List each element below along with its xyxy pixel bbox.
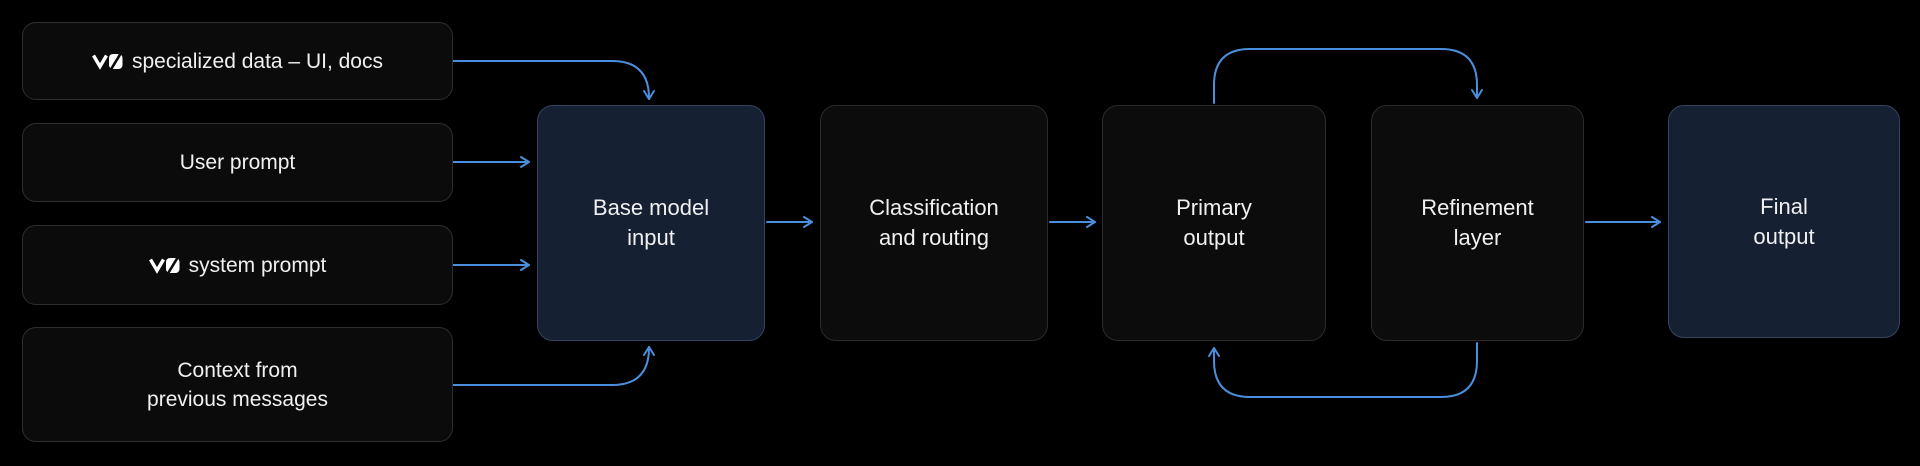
edge-context-to-base-model [452, 346, 655, 386]
node-final-output: Final output [1668, 105, 1900, 338]
node-user-prompt: User prompt [22, 123, 453, 202]
edge-primary-to-refinement-loop-top [1213, 48, 1483, 104]
node-refinement-layer: Refinement layer [1371, 105, 1584, 341]
node-primary-output: Primary output [1102, 105, 1326, 341]
node-base-model-input: Base model input [537, 105, 765, 341]
stage-label: Primary output [1176, 195, 1252, 250]
node-classification-routing: Classification and routing [820, 105, 1048, 341]
source-label: User prompt [179, 151, 296, 174]
stage-label: Refinement layer [1421, 195, 1534, 250]
stage-label: Classification and routing [869, 195, 999, 250]
edge-specialized-data-to-base-model [452, 60, 655, 100]
v0-logo-icon [148, 256, 180, 274]
v0-logo-icon [92, 52, 123, 70]
edge-refinement-to-primary-loop-bottom [1208, 342, 1478, 398]
source-label: Context from previous messages [147, 358, 328, 411]
source-label: system prompt [188, 253, 327, 277]
node-context-previous-messages: Context from previous messages [22, 327, 453, 442]
node-v0-specialized-data: specialized data – UI, docs [22, 22, 453, 100]
node-v0-system-prompt: system prompt [22, 225, 453, 305]
stage-label: Base model input [592, 195, 710, 250]
source-label: specialized data – UI, docs [132, 49, 383, 73]
stage-label: Final output [1753, 193, 1815, 249]
